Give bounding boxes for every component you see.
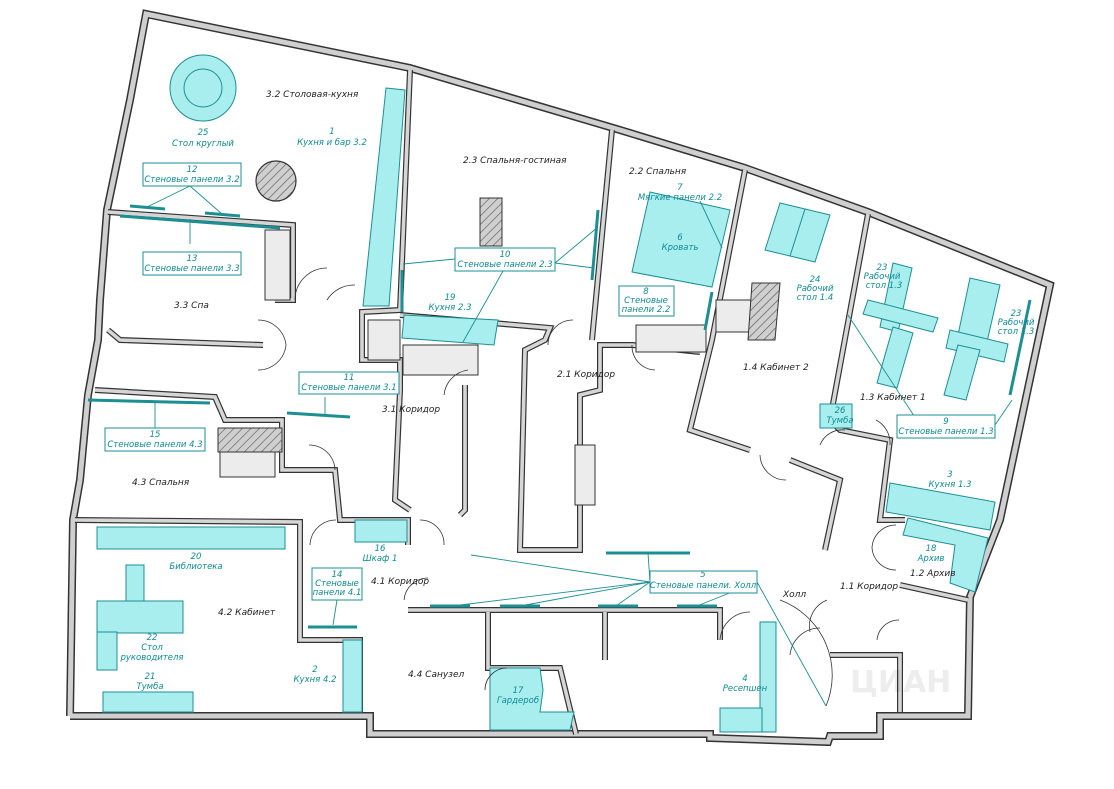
item-2-text: Кухня 4.2 bbox=[294, 675, 337, 685]
room-3-3: 3.3 Спа bbox=[174, 301, 209, 311]
room-1-2: 1.2 Архив bbox=[910, 569, 956, 579]
column bbox=[255, 160, 297, 202]
item-23b-line2: стол 1.3 bbox=[998, 327, 1034, 337]
item-23a-num: 23 bbox=[877, 263, 888, 273]
room-4-1: 4.1 Коридор bbox=[371, 577, 429, 587]
item-25-text: Стол круглый bbox=[172, 139, 234, 149]
item-4-num: 4 bbox=[742, 674, 747, 684]
room-names: 3.2 Столовая-кухня 2.3 Спальня-гостиная … bbox=[132, 90, 956, 680]
item-17-text: Гардероб bbox=[497, 696, 539, 706]
item-13-num: 13 bbox=[187, 254, 198, 264]
item-3-text: Кухня 1.3 bbox=[929, 480, 972, 490]
room-3-2: 3.2 Столовая-кухня bbox=[266, 90, 359, 100]
room-hall: Холл bbox=[782, 590, 806, 600]
room-4-2: 4.2 Кабинет bbox=[218, 608, 276, 618]
leader-lines bbox=[146, 185, 1013, 707]
item-4-text: Ресепшен bbox=[723, 684, 768, 694]
room-2-3: 2.3 Спальня-гостиная bbox=[463, 156, 567, 166]
item-21-text: Тумба bbox=[136, 682, 163, 692]
item-16-text: Шкаф 1 bbox=[363, 554, 398, 564]
item-7-text: Мягкие панели 2.2 bbox=[638, 193, 722, 203]
room-1-1: 1.1 Коридор bbox=[840, 582, 898, 592]
room-4-4: 4.4 Санузел bbox=[408, 670, 465, 680]
item-10-num: 10 bbox=[500, 250, 511, 260]
item-14-line2: панели 4.1 bbox=[313, 588, 362, 598]
item-23a-line2: стол 1.3 bbox=[866, 281, 902, 291]
item-25-num: 25 bbox=[198, 128, 209, 138]
item-6-num: 6 bbox=[677, 233, 683, 243]
item-19-num: 19 bbox=[445, 293, 456, 303]
item-24-num: 24 bbox=[810, 275, 821, 285]
item-8-line1: Стеновые bbox=[624, 296, 668, 306]
item-14-num: 14 bbox=[332, 570, 343, 580]
item-7-num: 7 bbox=[677, 183, 683, 193]
item-11-text: Стеновые панели 3.1 bbox=[301, 383, 396, 393]
room-2-1: 2.1 Коридор bbox=[557, 370, 615, 380]
item-9-text: Стеновые панели 1.3 bbox=[898, 427, 993, 437]
item-22-line2: руководителя bbox=[119, 653, 183, 663]
item-9-num: 9 bbox=[943, 417, 948, 427]
label-boxes bbox=[104, 162, 996, 601]
item-12-text: Стеновые панели 3.2 bbox=[144, 175, 239, 185]
item-1-text: Кухня и бар 3.2 bbox=[297, 138, 367, 148]
item-19-text: Кухня 2.3 bbox=[429, 303, 472, 313]
item-13-text: Стеновые панели 3.3 bbox=[144, 264, 239, 274]
item-14-line1: Стеновые bbox=[315, 579, 359, 589]
item-5-text: Стеновые панели. Холл bbox=[650, 581, 757, 591]
furniture bbox=[96, 54, 1009, 733]
item-15-num: 15 bbox=[150, 430, 161, 440]
item-1-num: 1 bbox=[329, 127, 334, 137]
room-2-2: 2.2 Спальня bbox=[629, 167, 687, 177]
item-6-text: Кровать bbox=[662, 243, 699, 253]
item-16-num: 16 bbox=[375, 544, 386, 554]
exterior-walls bbox=[66, 9, 1055, 747]
room-4-3: 4.3 Спальня bbox=[132, 478, 190, 488]
item-21-num: 21 bbox=[145, 672, 156, 682]
room-1-3: 1.3 Кабинет 1 bbox=[860, 393, 926, 403]
room-3-1: 3.1 Коридор bbox=[382, 405, 440, 415]
item-11-num: 11 bbox=[344, 373, 355, 383]
item-18-num: 18 bbox=[926, 544, 937, 554]
item-5-num: 5 bbox=[700, 570, 705, 580]
item-26-text: Тумба bbox=[826, 416, 853, 426]
item-20-text: Библиотека bbox=[169, 562, 222, 572]
wall-blocks bbox=[217, 197, 781, 506]
item-17-num: 17 bbox=[513, 686, 524, 696]
item-12-num: 12 bbox=[187, 165, 198, 175]
item-23b-num: 23 bbox=[1011, 309, 1022, 319]
doors bbox=[257, 267, 900, 707]
item-20-num: 20 bbox=[191, 552, 202, 562]
watermark: ЦИАН bbox=[850, 665, 951, 700]
item-3-num: 3 bbox=[947, 470, 952, 480]
item-26-num: 26 bbox=[835, 406, 846, 416]
item-24-line1: Рабочий bbox=[797, 284, 834, 294]
item-10-text: Стеновые панели 2.3 bbox=[457, 260, 552, 270]
item-22-num: 22 bbox=[147, 633, 158, 643]
item-23b-line1: Рабочий bbox=[998, 318, 1035, 328]
item-24-line2: стол 1.4 bbox=[797, 293, 833, 303]
room-1-4: 1.4 Кабинет 2 bbox=[743, 363, 809, 373]
item-23a-line1: Рабочий bbox=[864, 272, 901, 282]
item-8-num: 8 bbox=[643, 287, 649, 297]
item-22-line1: Стол bbox=[141, 643, 163, 653]
item-15-text: Стеновые панели 4.3 bbox=[107, 440, 202, 450]
item-8-line2: панели 2.2 bbox=[622, 305, 671, 315]
item-2-num: 2 bbox=[312, 665, 317, 675]
item-18-text: Архив bbox=[917, 554, 945, 564]
interior-walls bbox=[74, 69, 969, 735]
item-labels: 25 Стол круглый 1 Кухня и бар 3.2 12 Сте… bbox=[107, 127, 1035, 706]
